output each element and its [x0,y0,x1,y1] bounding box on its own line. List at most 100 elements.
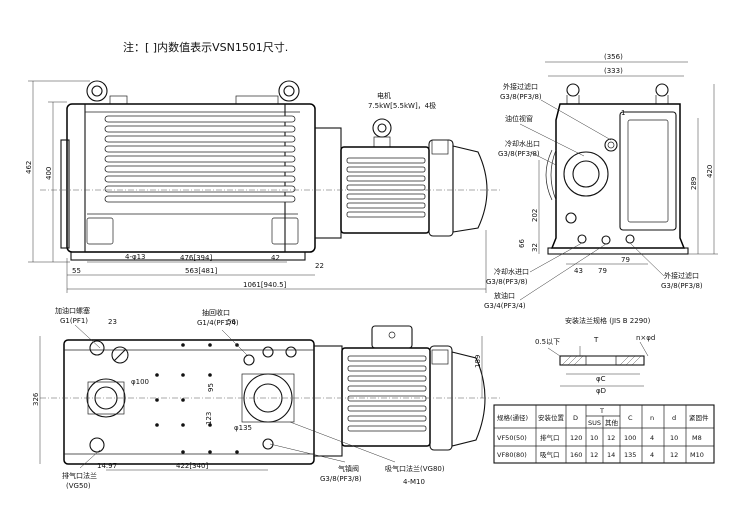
side-window-left [86,217,114,245]
intake-port-outer [563,151,609,197]
table-header: n [650,414,654,422]
label-oil-glass: 油位视窗 [505,114,533,123]
side-body [550,103,686,249]
flange-dim-t: T [593,336,599,344]
corner-hole [262,438,274,450]
motor-spec-label: 7.5kW[5.5kW]，4极 [368,101,436,110]
leader-cool-water-in [529,242,583,273]
table-cell: M8 [692,434,702,442]
dim-1: 1 [621,109,625,117]
table-header: 紧固件 [689,413,709,422]
label-ext-filter-out: 外接过滤口 [664,271,699,280]
end-plate-left [60,139,70,249]
oil-fill-plug [111,346,129,364]
table-cell: 4 [650,434,654,442]
label-bolts: 4-M10 [403,478,425,486]
label-ext-filter-in: 外接过滤口 [503,82,538,91]
side-window-right [271,217,299,245]
label-exhaust-flange-size: (VG50) [66,482,91,490]
table-header: 安装位置 [538,413,565,422]
dim-202: 202 [531,209,539,222]
dim-333: (333) [604,67,623,75]
table-cell: 160 [570,451,582,459]
table-cell: M10 [690,451,704,459]
dim-56: 56 [227,318,236,326]
motor-label: 电机 [377,91,391,100]
lifting-eye-left [86,80,108,102]
label-intake-flange: 吸气口法兰(VG80) [385,464,445,473]
top-motor [341,325,486,451]
leader-gas-ballast [269,443,346,463]
dim-400: 400 [45,167,53,180]
cooling-pipe [550,149,557,201]
leader-cool-water-out [529,151,557,166]
dim-phi135: φ135 [234,424,252,432]
leader-ext-filter-in [540,99,612,141]
table-cell: 100 [624,434,636,442]
dim-422: 422[340] [176,462,208,470]
dim-123: 123 [205,412,213,425]
table-header: D [573,414,578,422]
eye-bolt-block [109,95,128,105]
side-base [547,247,689,255]
table-cell: 12 [670,451,678,459]
table-cell: VF50(50) [497,434,527,442]
dim-55: 55 [72,267,81,275]
top-view: 326 189 23 56 φ100 95 123 φ135 422[340] … [32,306,500,490]
table-header: d [672,414,676,422]
dim-14-97: 14.97 [97,462,117,470]
label-gas-ballast-size: G3/8(PF3/8) [320,475,362,483]
dim-476: 476[394] [180,254,212,262]
label-cool-water-in-size: G3/8(PF3/8) [486,278,528,286]
flange-table [493,404,715,464]
flange-dim-pd: φD [596,387,606,395]
dim-189: 189 [474,355,482,368]
table-cell: 120 [570,434,582,442]
dim-4-phi13: 4-φ13 [125,253,146,261]
corner-hole [89,340,105,356]
table-cell: 12 [590,451,598,459]
side-cover-inner [627,119,669,223]
ext-filter-out-port [625,234,635,244]
dim-356: (356) [604,53,623,61]
eye-bolt-block [235,95,279,105]
cooling-pipe [545,149,553,201]
leader-c05 [547,347,561,357]
flange-dim-pc: φC [596,375,606,383]
label-cool-water-out: 冷却水出口 [505,139,540,148]
label-oil-drain: 放油口 [494,291,515,300]
dim-phi100: φ100 [131,378,149,386]
table-subheader: SUS [588,419,601,427]
top-coupling [313,345,343,457]
leader-oil-glass [519,123,585,157]
dim-289: 289 [690,177,698,190]
front-view: 电机 7.5kW[5.5kW]，4极 462 400 4-φ13 476[394… [25,80,500,293]
top-port [285,346,297,358]
lifting-eye-right-hole [283,85,295,97]
dim-1061: 1061[940.5] [243,281,287,289]
ext-filter-in-port-inner [607,141,615,149]
dim-42: 42 [271,254,280,262]
flange-title: 安装法兰规格 (JIS B 2290) [565,316,651,325]
table-cell: 12 [607,434,615,442]
bolt-pattern [155,343,239,454]
dim-79-a: 79 [598,267,607,275]
front-cooling-fins [104,115,296,203]
dim-326: 326 [32,392,40,406]
leader-drain [519,243,607,301]
hatch-line [625,355,636,366]
label-cool-water-in: 冷却水进口 [494,267,529,276]
drain-port [601,235,611,245]
label-cool-water-out-size: G3/8(PF3/8) [498,150,540,158]
table-header: C [628,414,633,422]
side-view: (356) (333) 420 289 1 [484,53,718,310]
dim-43: 43 [574,267,583,275]
cool-water-in-port [577,234,587,244]
hatch-line [573,355,584,366]
table-cell: VF80(80) [497,451,527,459]
label-oil-fill-size: G1(PF1) [60,317,88,325]
table-cell: 4 [650,451,654,459]
table-cell: 135 [624,451,636,459]
label-gas-ballast: 气镇阀 [338,464,359,473]
